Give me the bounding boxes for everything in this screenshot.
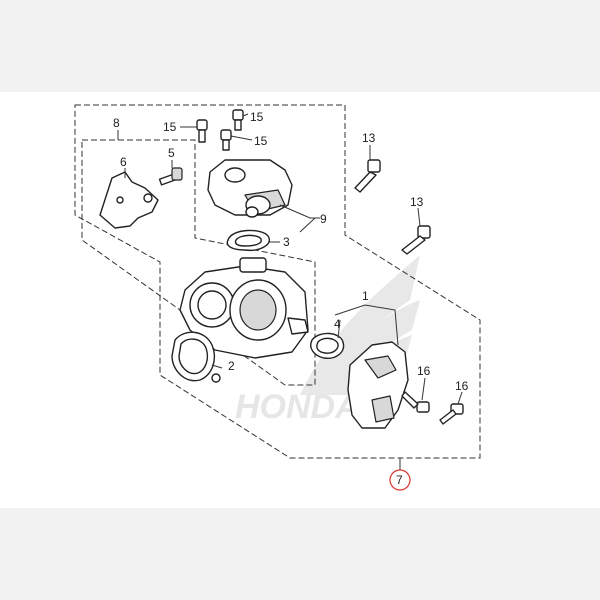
callout-1: 1 <box>362 289 369 303</box>
callout-7: 7 <box>396 473 403 487</box>
callout-3: 3 <box>283 235 290 249</box>
gasket-part-2 <box>171 331 221 383</box>
oring-part-4 <box>310 332 345 359</box>
throttle-body-part-8 <box>179 257 309 359</box>
bracket-part-6 <box>99 171 159 229</box>
callout-15-b: 15 <box>250 110 264 124</box>
callout-4: 4 <box>334 317 341 331</box>
callout-16-a: 16 <box>417 364 431 378</box>
callout-2: 2 <box>228 359 235 373</box>
callout-13-a: 13 <box>362 131 376 145</box>
callout-16-b: 16 <box>455 379 469 393</box>
bolt-part-16-b <box>439 403 464 425</box>
bolt-part-15-c <box>220 129 232 151</box>
bolt-part-15-a <box>196 119 208 143</box>
valve-module-part-9 <box>207 159 293 218</box>
bolt-part-13-a <box>354 159 381 193</box>
honda-wordmark: HONDA <box>235 388 360 426</box>
leader-lines <box>117 113 463 470</box>
screw-part-5 <box>158 167 183 186</box>
assembly-outline-7 <box>74 104 481 459</box>
callout-15-c: 15 <box>254 134 268 148</box>
callout-6: 6 <box>120 155 127 169</box>
callout-9: 9 <box>320 212 327 226</box>
callout-5: 5 <box>168 146 175 160</box>
highlight-ring <box>389 469 411 491</box>
bolt-part-13-b <box>401 225 431 255</box>
callout-8: 8 <box>113 116 120 130</box>
sensor-part-1 <box>347 341 409 429</box>
bolt-part-16-a <box>401 391 430 413</box>
subassembly-outline-8 <box>81 139 316 386</box>
callout-15-a: 15 <box>163 120 177 134</box>
callout-13-b: 13 <box>410 195 424 209</box>
bolt-part-15-b <box>232 109 244 131</box>
gasket-part-3 <box>226 229 271 251</box>
